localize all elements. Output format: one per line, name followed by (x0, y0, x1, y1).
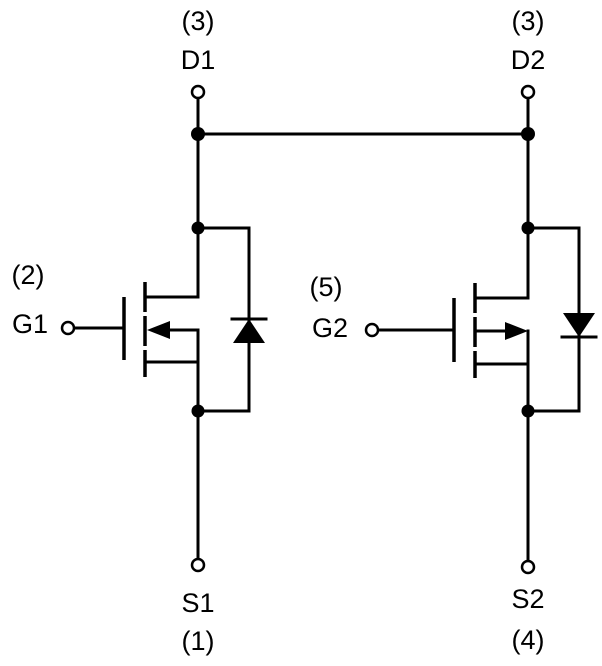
s2-name-label: S2 (511, 584, 544, 614)
s1-terminal (190, 557, 206, 573)
mosfet-1-body-arrow-icon (147, 321, 170, 339)
s2-pin-label: (4) (512, 625, 545, 655)
d2-pin-label: (3) (512, 6, 545, 36)
mosfet-1-symbol (74, 226, 200, 413)
d2-junction-dot (521, 127, 535, 141)
diode-1-triangle-icon (233, 319, 265, 343)
d1-junction-dot (191, 127, 205, 141)
d1-pin-label: (3) (182, 6, 215, 36)
d1-terminal (190, 84, 206, 100)
diode-2-triangle-icon (563, 313, 595, 337)
d1-name-label: D1 (181, 45, 216, 75)
d2-name-label: D2 (511, 45, 546, 75)
g2-name-label: G2 (312, 313, 348, 343)
s2-terminal (520, 559, 536, 575)
s1-name-label: S1 (181, 588, 214, 618)
m2-drain-junction-dot (521, 221, 535, 235)
s1-pin-label: (1) (182, 626, 215, 656)
body-diode-2 (526, 226, 598, 413)
body-diode-1 (196, 226, 268, 413)
mosfet-2-body-arrow-icon (505, 322, 528, 340)
m1-drain-junction-dot (191, 221, 205, 235)
g1-terminal (60, 320, 76, 336)
g1-pin-label: (2) (12, 260, 45, 290)
g1-name-label: G1 (12, 309, 48, 339)
mosfet-2-symbol (376, 226, 530, 413)
g2-terminal (364, 322, 380, 338)
d2-terminal (520, 84, 536, 100)
g2-pin-label: (5) (310, 272, 343, 302)
